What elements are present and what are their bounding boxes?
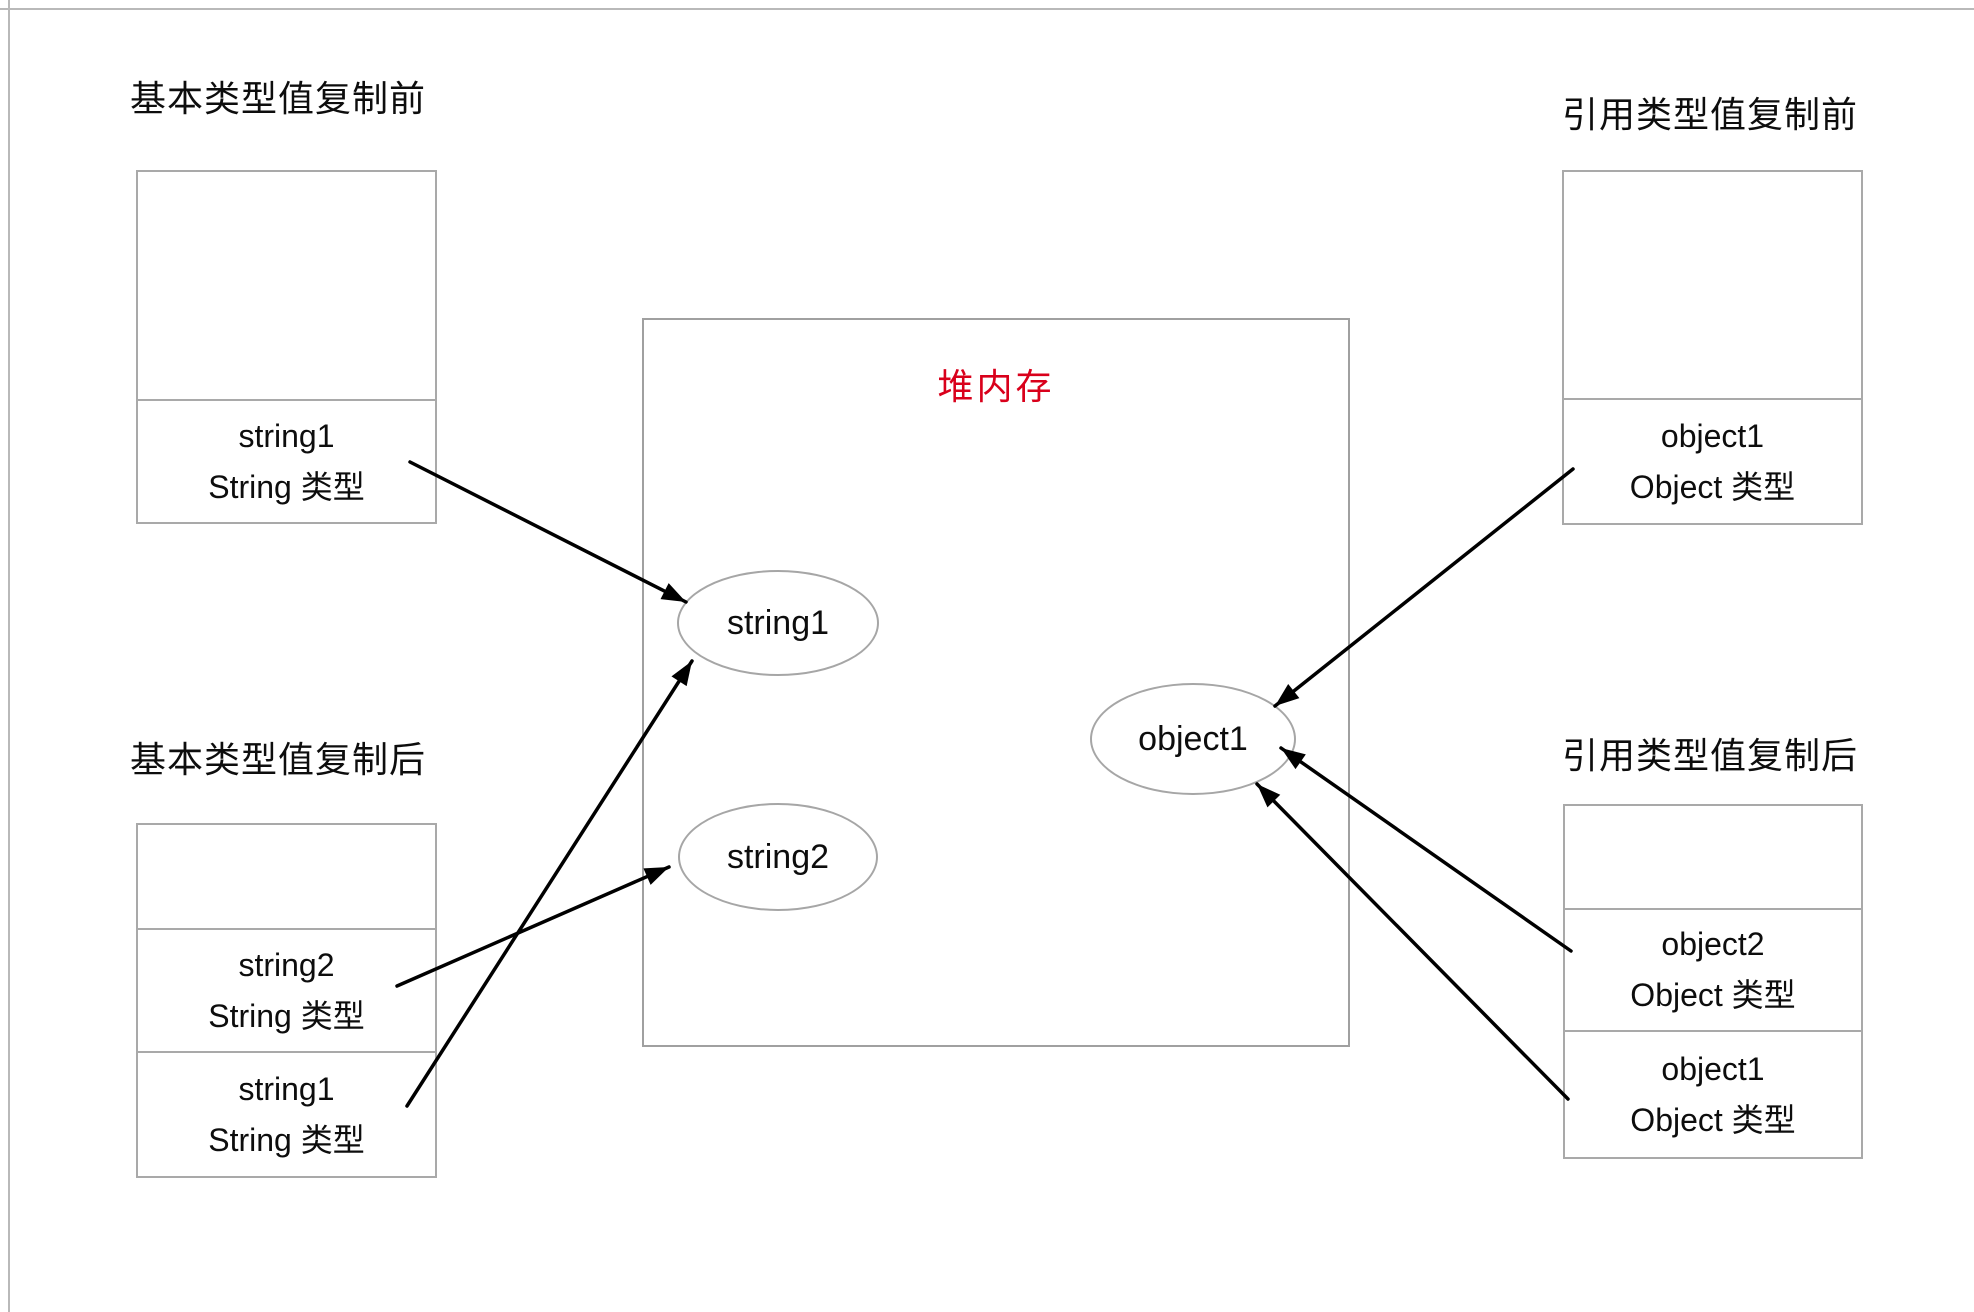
- heap-node-string1: string1: [677, 570, 879, 676]
- var-name: string1: [238, 1070, 335, 1107]
- var-name: object1: [1660, 417, 1765, 454]
- var-name: object1: [1661, 1050, 1765, 1087]
- box-ref-after-empty-row: [1565, 806, 1861, 908]
- box-basic-before: string1 String 类型: [136, 170, 437, 524]
- var-type: Object 类型: [1630, 1101, 1796, 1138]
- heap-node-object1: object1: [1090, 683, 1296, 795]
- box-basic-before-string1-row: string1 String 类型: [138, 399, 435, 522]
- heap-memory-box: 堆内存: [642, 318, 1350, 1047]
- box-ref-before-empty-row: [1564, 172, 1861, 398]
- box-ref-after: object2 Object 类型 object1 Object 类型: [1563, 804, 1863, 1159]
- box-basic-before-empty-row: [138, 172, 435, 399]
- var-type: Object 类型: [1630, 977, 1796, 1013]
- box-basic-after-string2-row: string2 String 类型: [138, 928, 435, 1051]
- var-type: String 类型: [208, 1121, 365, 1158]
- var-name: object2: [1661, 926, 1765, 963]
- box-basic-after-string1-row: string1 String 类型: [138, 1051, 435, 1176]
- label-basic-before: 基本类型值复制前: [130, 78, 427, 119]
- canvas-border-left: [8, 0, 10, 1312]
- label-ref-after: 引用类型值复制后: [1562, 735, 1859, 776]
- box-ref-after-object1-row: object1 Object 类型: [1565, 1030, 1861, 1157]
- box-ref-before: object1 Object 类型: [1562, 170, 1863, 525]
- var-type: String 类型: [208, 468, 365, 505]
- var-name: string1: [238, 417, 335, 454]
- heap-title: 堆内存: [937, 366, 1055, 407]
- box-ref-before-object1-row: object1 Object 类型: [1564, 398, 1861, 523]
- label-ref-before: 引用类型值复制前: [1562, 94, 1859, 135]
- var-type: String 类型: [208, 997, 365, 1034]
- canvas-border-top: [0, 8, 1974, 10]
- var-name: string2: [238, 946, 335, 983]
- box-basic-after: string2 String 类型 string1 String 类型: [136, 823, 437, 1178]
- label-basic-after: 基本类型值复制后: [130, 739, 427, 780]
- var-type: Object 类型: [1629, 468, 1796, 505]
- heap-node-string2: string2: [678, 803, 878, 911]
- box-ref-after-object2-row: object2 Object 类型: [1565, 908, 1861, 1030]
- arrow-basic-after-string2-to-string2: [395, 865, 671, 988]
- box-basic-after-empty-row: [138, 825, 435, 928]
